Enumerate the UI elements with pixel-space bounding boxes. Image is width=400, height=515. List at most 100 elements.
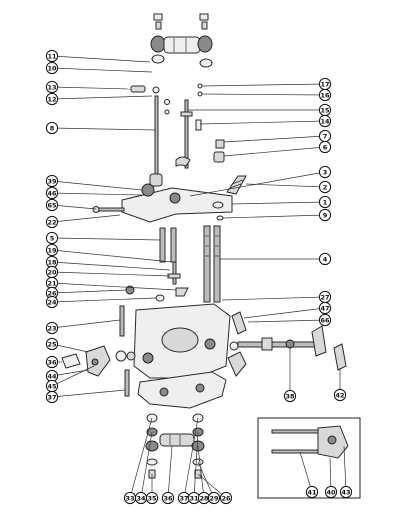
callout-number: 39 (47, 177, 57, 185)
swivel-bracket-main (119, 303, 231, 379)
callout-bubble (45, 174, 59, 188)
callout-39: 39 (45, 174, 59, 188)
callout-41: 41 (305, 485, 319, 499)
callout-bubble (45, 80, 59, 94)
callout-layer: 1110131283946652251918202126242325364445… (45, 49, 353, 505)
callout-bubble (45, 295, 59, 309)
callout-bubble (45, 198, 59, 212)
leader-line-66 (247, 319, 326, 323)
callout-bubble (283, 389, 297, 403)
callout-bubble (161, 491, 175, 505)
leader-line-27 (221, 296, 326, 301)
callout-number: 13 (47, 83, 56, 91)
leader-line-8 (51, 127, 156, 131)
callout-bubble (333, 388, 347, 402)
callout-36: 36 (45, 355, 59, 369)
callout-1: 1 (318, 195, 332, 209)
callout-47: 47 (318, 301, 332, 315)
callout-bubble (339, 485, 353, 499)
callout-bubble (45, 231, 59, 245)
leader-line-2 (245, 183, 326, 188)
callout-bubble (324, 485, 338, 499)
leader-line-10 (51, 67, 153, 73)
callout-number: 15 (320, 106, 330, 114)
callout-number: 11 (47, 52, 57, 60)
leader-line-47 (243, 307, 326, 319)
callout-2: 2 (318, 180, 332, 194)
leader-line-24 (51, 297, 157, 303)
leader-line-14 (199, 120, 326, 125)
callout-40: 40 (324, 485, 338, 499)
leader-line-28 (197, 445, 205, 499)
callout-number: 1 (323, 198, 328, 206)
callout-bubble (305, 485, 319, 499)
callout-number: 8 (50, 124, 55, 132)
tilt-lever (226, 175, 247, 195)
callout-number: 45 (47, 382, 57, 390)
leader-line-46 (51, 192, 143, 196)
callout-number: 28 (199, 494, 209, 502)
leader-line-18 (51, 261, 171, 271)
callout-11: 11 (45, 49, 59, 63)
top-bolt-assembly (150, 13, 213, 68)
leader-line-13 (51, 86, 131, 90)
callout-number: 26 (221, 494, 231, 502)
callout-bubble (45, 121, 59, 135)
leader-line-65 (51, 204, 97, 210)
callout-number: 14 (320, 117, 330, 125)
callout-bubble (45, 355, 59, 369)
callout-15: 15 (318, 103, 332, 117)
callout-43: 43 (339, 485, 353, 499)
callout-19: 19 (45, 243, 59, 257)
callout-3: 3 (318, 165, 332, 179)
callout-25: 25 (45, 337, 59, 351)
callout-9: 9 (318, 208, 332, 222)
leader-line-26 (197, 473, 227, 499)
callout-12: 12 (45, 92, 59, 106)
callout-bubble (45, 215, 59, 229)
leader-line-36 (167, 445, 173, 499)
callout-number: 6 (323, 143, 328, 151)
leader-line-6 (223, 146, 326, 157)
leader-line-9 (222, 214, 326, 219)
callout-number: 43 (341, 488, 350, 496)
upper-right-hardware (175, 83, 225, 169)
leader-line-11 (51, 55, 151, 63)
callout-number: 24 (47, 298, 57, 306)
leader-lines (51, 55, 347, 499)
callout-26: 26 (219, 491, 233, 505)
leader-line-29 (197, 461, 215, 499)
callout-35: 35 (145, 491, 159, 505)
callout-23: 23 (45, 321, 59, 335)
callout-number: 66 (320, 316, 330, 324)
callout-65: 65 (45, 198, 59, 212)
inset-box (257, 417, 361, 499)
vertical-studs (159, 225, 221, 303)
callout-26: 26 (45, 286, 59, 300)
leader-line-17 (201, 83, 326, 87)
callout-37: 37 (45, 390, 59, 404)
leader-line-45 (51, 365, 95, 387)
leader-line-37 (183, 417, 199, 499)
leader-line-5 (51, 237, 161, 241)
callout-bubble (318, 252, 332, 266)
leader-line-23 (51, 319, 121, 329)
callout-number: 46 (47, 189, 57, 197)
callout-number: 18 (47, 258, 57, 266)
callout-number: 37 (179, 494, 188, 502)
leader-line-41 (299, 451, 313, 493)
callout-bubble (45, 243, 59, 257)
callout-bubble (45, 186, 59, 200)
callout-bubble (318, 88, 332, 102)
leader-line-7 (223, 135, 326, 143)
callout-bubble (45, 92, 59, 106)
callout-number: 4 (323, 255, 328, 263)
leader-line-16 (201, 93, 326, 96)
callout-number: 35 (147, 494, 157, 502)
callout-bubble (318, 195, 332, 209)
callout-number: 36 (47, 358, 57, 366)
callout-20: 20 (45, 265, 59, 279)
callout-number: 41 (307, 488, 317, 496)
callout-number: 21 (47, 279, 57, 287)
leader-line-34 (140, 431, 153, 499)
